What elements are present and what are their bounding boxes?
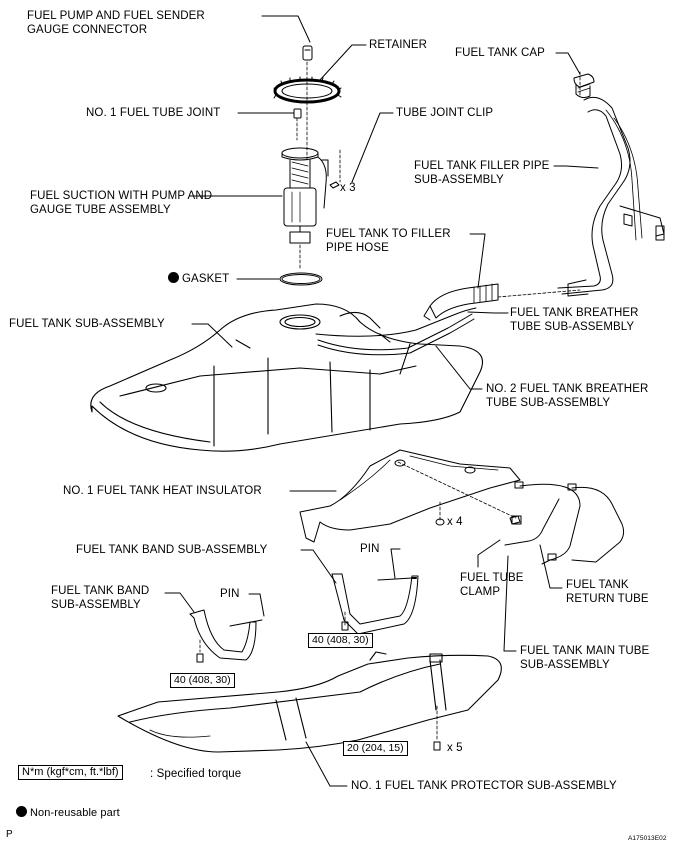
label-breather2-line2: TUBE SUB-ASSEMBLY xyxy=(486,397,611,409)
leader-lines xyxy=(164,15,599,787)
label-protector-qty: x 5 xyxy=(447,742,463,754)
fuel-tank-protector xyxy=(117,651,502,753)
torque-box-band-right: 40 (408, 30) xyxy=(308,633,373,648)
band-bolt-right xyxy=(341,621,349,631)
fuel-tank xyxy=(90,303,484,452)
return-tube xyxy=(514,481,625,565)
label-return-tube: FUEL TANK RETURN TUBE xyxy=(566,578,649,606)
label-pin-right: PIN xyxy=(360,543,380,555)
label-breather2-line1: NO. 2 FUEL TANK BREATHER xyxy=(486,383,649,395)
label-return-tube-line1: FUEL TANK xyxy=(566,579,629,591)
non-reusable-dot-icon xyxy=(168,272,179,283)
label-insulator-qty: x 4 xyxy=(447,516,463,528)
gasket xyxy=(279,272,323,286)
label-band-sub-right: FUEL TANK BAND SUB-ASSEMBLY xyxy=(76,544,268,556)
label-suction-line1: FUEL SUCTION WITH PUMP AND xyxy=(30,190,213,202)
label-main-tube-line1: FUEL TANK MAIN TUBE xyxy=(520,645,650,657)
torque-box-protector: 20 (204, 15) xyxy=(343,741,408,756)
label-tube-joint-clip: TUBE JOINT CLIP xyxy=(396,107,494,119)
breather-tube xyxy=(315,307,477,356)
fuel-tube-clamp xyxy=(509,515,521,525)
tank-cap xyxy=(573,73,595,99)
label-filler-hose: FUEL TANK TO FILLER PIPE HOSE xyxy=(326,227,451,255)
legend-non-reusable: Non-reusable part xyxy=(16,806,120,820)
label-gasket: GASKET xyxy=(168,272,229,286)
label-pump-connector: FUEL PUMP AND FUEL SENDER GAUGE CONNECTO… xyxy=(27,9,205,37)
label-tank-sub: FUEL TANK SUB-ASSEMBLY xyxy=(9,318,165,330)
torque-box-band-left: 40 (408, 30) xyxy=(170,673,235,688)
fuel-tank-band-right xyxy=(331,573,419,635)
band-bolt-left xyxy=(196,653,204,663)
tube-joint-clip xyxy=(329,181,340,189)
label-gasket-text: GASKET xyxy=(182,273,230,285)
fuel-pump-assembly xyxy=(281,147,329,244)
label-filler-pipe-line1: FUEL TANK FILLER PIPE xyxy=(414,160,550,172)
fuel-tank-band-left xyxy=(189,609,263,661)
insulator-nut xyxy=(435,518,445,526)
label-pump-connector-line1: FUEL PUMP AND FUEL SENDER xyxy=(27,10,205,22)
main-tube xyxy=(504,498,560,546)
label-breather2: NO. 2 FUEL TANK BREATHER TUBE SUB-ASSEMB… xyxy=(486,382,648,410)
label-band-sub-left-line1: FUEL TANK BAND xyxy=(51,585,150,597)
label-tube-clamp: FUEL TUBE CLAMP xyxy=(460,571,524,599)
label-band-sub-left-line2: SUB-ASSEMBLY xyxy=(51,599,141,611)
label-pin-left: PIN xyxy=(220,588,240,600)
filler-pipe xyxy=(557,96,665,297)
label-protector: NO. 1 FUEL TANK PROTECTOR SUB-ASSEMBLY xyxy=(351,780,617,792)
label-retainer: RETAINER xyxy=(369,39,428,51)
label-filler-pipe: FUEL TANK FILLER PIPE SUB-ASSEMBLY xyxy=(414,159,549,187)
label-main-tube: FUEL TANK MAIN TUBE SUB-ASSEMBLY xyxy=(520,644,649,672)
pump-connector xyxy=(302,45,313,61)
tube-joint xyxy=(293,108,302,119)
label-filler-pipe-line2: SUB-ASSEMBLY xyxy=(414,174,504,186)
legend-torque-unit-box: N*m (kgf*cm, ft.*lbf) xyxy=(18,765,123,780)
non-reusable-dot-icon xyxy=(16,806,27,817)
label-suction-line2: GAUGE TUBE ASSEMBLY xyxy=(30,204,171,216)
heat-insulator xyxy=(299,449,521,543)
retainer-ring xyxy=(273,76,342,104)
label-tube-joint: NO. 1 FUEL TUBE JOINT xyxy=(86,107,221,119)
label-heat-insulator: NO. 1 FUEL TANK HEAT INSULATOR xyxy=(63,485,262,497)
label-tank-cap: FUEL TANK CAP xyxy=(455,47,545,59)
legend-non-reusable-text: Non-reusable part xyxy=(30,807,120,819)
footer-code-right: A175013E02 xyxy=(628,835,667,842)
footer-code-left: P xyxy=(6,829,13,840)
label-breather-line2: TUBE SUB-ASSEMBLY xyxy=(510,321,635,333)
label-clip-qty: x 3 xyxy=(340,182,356,194)
protector-bolt xyxy=(433,741,441,751)
label-return-tube-line2: RETURN TUBE xyxy=(566,593,649,605)
label-tube-clamp-line2: CLAMP xyxy=(460,586,501,598)
label-suction: FUEL SUCTION WITH PUMP AND GAUGE TUBE AS… xyxy=(30,189,212,217)
label-band-sub-left: FUEL TANK BAND SUB-ASSEMBLY xyxy=(51,584,149,612)
legend-torque-text: : Specified torque xyxy=(150,768,242,780)
label-filler-hose-line1: FUEL TANK TO FILLER xyxy=(326,228,451,240)
label-main-tube-line2: SUB-ASSEMBLY xyxy=(520,659,610,671)
label-pump-connector-line2: GAUGE CONNECTOR xyxy=(27,24,148,36)
label-breather: FUEL TANK BREATHER TUBE SUB-ASSEMBLY xyxy=(510,306,639,334)
label-breather-line1: FUEL TANK BREATHER xyxy=(510,307,639,319)
filler-hose xyxy=(423,283,499,321)
label-filler-hose-line2: PIPE HOSE xyxy=(326,242,389,254)
label-tube-clamp-line1: FUEL TUBE xyxy=(460,572,524,584)
